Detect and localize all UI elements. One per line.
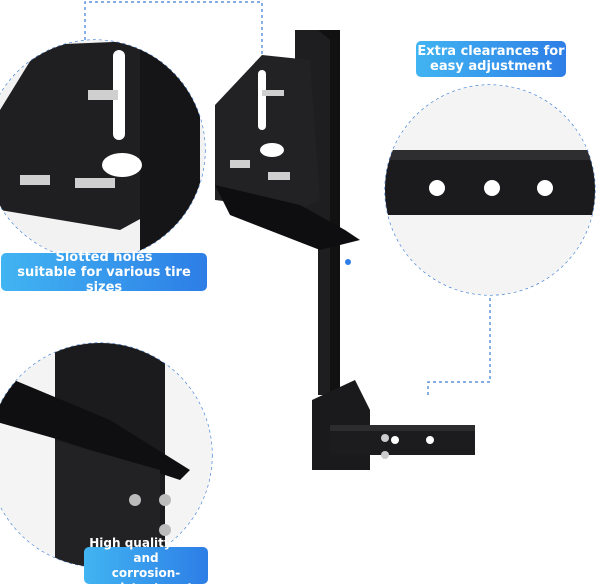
tire-carrier xyxy=(215,30,475,470)
callout-coating: High quality iron and corrosion-resistan… xyxy=(84,536,208,586)
callout-slotted-holes: Slotted holes suitable for various tire … xyxy=(1,249,207,295)
detail-coating xyxy=(0,343,212,567)
callout-line: corrosion-resistant coat xyxy=(99,565,193,586)
callout-line: High quality iron and xyxy=(89,535,203,565)
callout-line: Extra clearances for xyxy=(417,44,565,59)
detail-adjustment-holes xyxy=(385,85,595,295)
callout-extra-clearances: Extra clearances for easy adjustment xyxy=(416,41,566,77)
callout-line: easy adjustment xyxy=(430,59,552,74)
callout-line: suitable for various tire sizes xyxy=(17,264,191,295)
detail-slotted-plate xyxy=(0,40,205,260)
callout-line: Slotted holes xyxy=(55,249,153,265)
